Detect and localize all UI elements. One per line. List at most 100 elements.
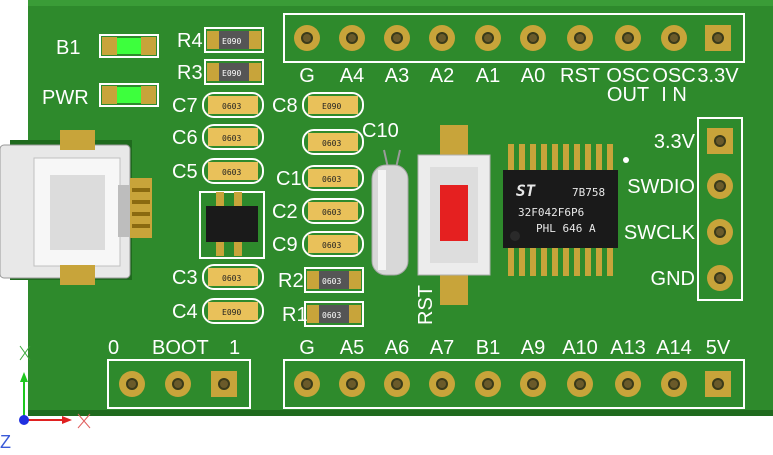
boot-pin-1 — [165, 371, 191, 397]
boot-label: BOOT — [152, 337, 209, 359]
reset-button[interactable]: RST — [415, 125, 491, 325]
capacitor-c6-marking: 0603 — [222, 134, 241, 143]
swd-pin-2 — [707, 219, 733, 245]
top-pin-label-2: A3 — [385, 65, 409, 87]
pcb-edge-shadow — [28, 410, 773, 416]
top-pin-label-9: 3.3V — [697, 65, 739, 87]
capacitor-c2-label: C2 — [272, 201, 298, 223]
capacitor-c4-label: C4 — [172, 301, 198, 323]
capacitor-c8-marking: E090 — [322, 102, 341, 111]
capacitor-c6: C6 0603 — [172, 124, 264, 150]
boot-right-label: 1 — [229, 337, 240, 359]
top-pin-label-7: OSC — [606, 65, 649, 87]
capacitor-c3: C3 0603 — [172, 264, 264, 290]
capacitor-c10-marking: 0603 — [322, 139, 341, 148]
bottom-pin-4 — [475, 371, 501, 397]
top-pin-label-6: RST — [560, 65, 600, 87]
bottom-pin-label-5: A9 — [521, 337, 545, 359]
bottom-pin-2 — [384, 371, 410, 397]
mcu-chip: ST 7B758 32F042F6P6 PHL 646 A — [503, 144, 629, 276]
swd-pin-3 — [707, 265, 733, 291]
resistor-r1: R1 0603 — [282, 301, 364, 327]
bottom-pin-label-4: B1 — [476, 337, 500, 359]
resistor-r3-label: R3 — [177, 62, 203, 84]
axis-z-label: Z — [0, 432, 11, 452]
capacitor-c5: C5 0603 — [172, 158, 264, 184]
top-pin-label-4: A1 — [476, 65, 500, 87]
capacitor-c3-marking: 0603 — [222, 274, 241, 283]
st-logo: ST — [516, 181, 537, 200]
resistor-r2-label: R2 — [278, 270, 304, 292]
resistor-r4-label: R4 — [177, 30, 203, 52]
bottom-pin-label-6: A10 — [562, 337, 598, 359]
voltage-regulator — [199, 191, 265, 259]
resistor-r3: R3 E090 — [177, 59, 264, 85]
top-pin-7 — [615, 25, 641, 51]
capacitor-c1-marking: 0603 — [322, 175, 341, 184]
top-pin-5 — [520, 25, 546, 51]
top-pin-2 — [384, 25, 410, 51]
capacitor-c5-marking: 0603 — [222, 168, 241, 177]
capacitor-c10-label: C10 — [362, 120, 399, 142]
top-pin-0 — [294, 25, 320, 51]
capacitor-c9-label: C9 — [272, 234, 298, 256]
pcb-edge-highlight — [28, 0, 773, 6]
boot-header: 0 BOOT 1 — [107, 337, 251, 409]
bottom-pin-0 — [294, 371, 320, 397]
top-pin-9 — [705, 25, 731, 51]
resistor-r4: R4 E090 — [177, 27, 264, 53]
crystal — [371, 149, 409, 276]
capacitor-c9-marking: 0603 — [322, 241, 341, 250]
capacitor-c4-marking: E090 — [222, 308, 241, 317]
bottom-pin-5 — [520, 371, 546, 397]
capacitor-c9: C9 0603 — [272, 231, 364, 257]
axis-indicator: Z — [0, 345, 91, 452]
swd-header — [697, 117, 743, 301]
capacitor-c4: C4 E090 — [172, 298, 264, 324]
capacitor-c2-marking: 0603 — [322, 208, 341, 217]
bottom-pin-header — [283, 359, 745, 409]
bottom-pin-1 — [339, 371, 365, 397]
led-b1: B1 — [56, 34, 159, 59]
led-b1-label: B1 — [56, 37, 80, 59]
mcu-marking-line1: 7B758 — [572, 186, 605, 199]
bottom-pin-label-9: 5V — [706, 337, 731, 359]
resistor-r3-marking: E090 — [222, 69, 241, 78]
swd-pin-label-2: SWCLK — [624, 222, 696, 244]
resistor-r1-label: R1 — [282, 304, 308, 326]
top-pin-3 — [429, 25, 455, 51]
bottom-pin-8 — [661, 371, 687, 397]
top-pin-1 — [339, 25, 365, 51]
mcu-marking-line2: 32F042F6P6 — [518, 206, 584, 219]
capacitor-c5-label: C5 — [172, 161, 198, 183]
top-pin-label-5: A0 — [521, 65, 545, 87]
bottom-pin-7 — [615, 371, 641, 397]
bottom-pin-label-7: A13 — [610, 337, 646, 359]
resistor-r2-marking: 0603 — [322, 277, 341, 286]
swd-pin-label-3: GND — [651, 268, 695, 290]
bottom-pin-9 — [705, 371, 731, 397]
capacitor-c2: C2 0603 — [272, 198, 364, 224]
boot-left-label: 0 — [108, 337, 119, 359]
capacitor-c7: C7 0603 — [172, 92, 264, 118]
bottom-pin-label-8: A14 — [656, 337, 692, 359]
capacitor-c7-marking: 0603 — [222, 102, 241, 111]
top-pin-6 — [567, 25, 593, 51]
top-pin-label-0: G — [299, 65, 315, 87]
bottom-pin-3 — [429, 371, 455, 397]
reset-button-label: RST — [415, 285, 437, 325]
resistor-r4-marking: E090 — [222, 37, 241, 46]
mcu-marking-line3: PHL 646 A — [536, 222, 596, 235]
bottom-pin-6 — [567, 371, 593, 397]
top-pin-label2-7: OUT — [607, 84, 649, 106]
swd-pin-label-1: SWDIO — [627, 176, 695, 198]
swd-pin-label-0: 3.3V — [654, 131, 696, 153]
resistor-r2: R2 0603 — [278, 267, 364, 293]
boot-pin-2 — [211, 371, 237, 397]
boot-pin-0 — [119, 371, 145, 397]
led-pwr: PWR — [42, 83, 159, 109]
capacitor-c7-label: C7 — [172, 95, 198, 117]
top-pin-4 — [475, 25, 501, 51]
top-pin-label-8: OSC — [652, 65, 695, 87]
